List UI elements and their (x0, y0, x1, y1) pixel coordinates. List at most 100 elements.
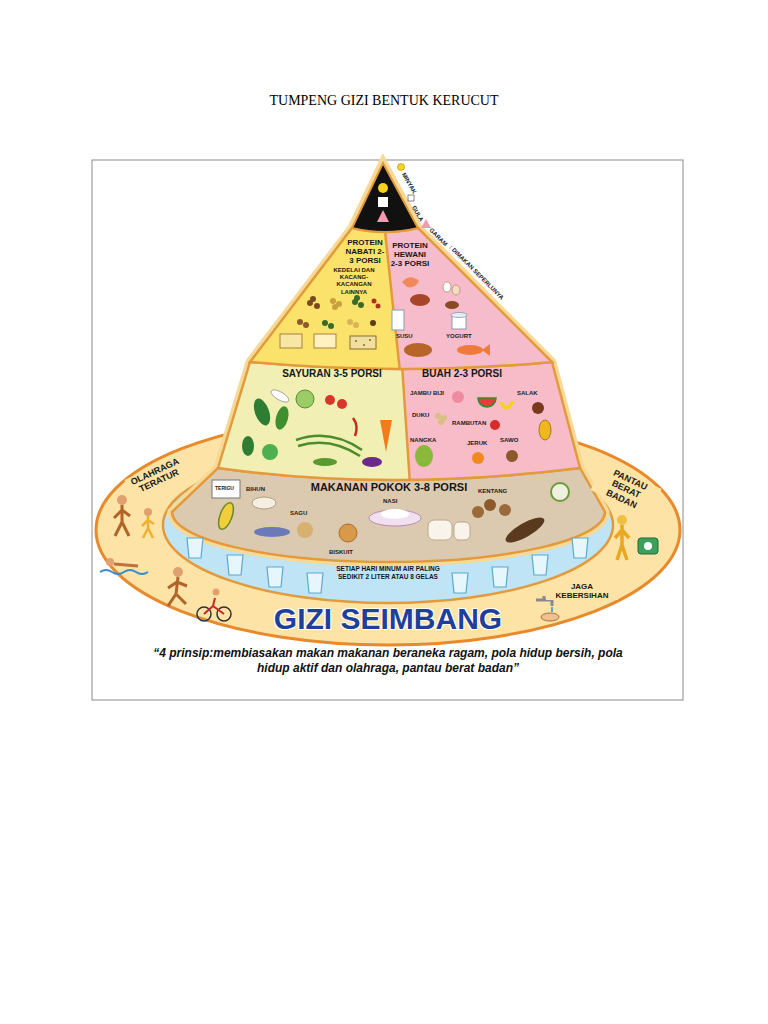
exercise-figures (100, 570, 148, 574)
vegetables (273, 405, 291, 431)
veg-fruit-band (200, 350, 620, 500)
food-name: NANGKA (410, 437, 436, 444)
handwash-icon (551, 607, 553, 612)
fruits (539, 420, 551, 440)
plant-protein-food (347, 319, 353, 325)
vegetables (269, 388, 290, 405)
fruits (438, 419, 444, 425)
vegetables (242, 436, 254, 456)
animal-protein-food (392, 310, 404, 330)
plant-protein-food (332, 304, 338, 310)
plant-protein-food (363, 344, 365, 346)
vegetables (298, 443, 360, 456)
principles-caption: “4 prinsip:membiasakan makan makanan ber… (143, 646, 633, 676)
water-section: SETIAP HARI MINUM AIR PALING SEDIKIT 2 L… (336, 565, 440, 599)
animal-protein-food (457, 345, 483, 355)
vegetables (251, 396, 274, 427)
animal-protein-food (402, 277, 419, 287)
animal-protein-section: PROTEIN HEWANI 2-3 PORSI (388, 241, 432, 271)
fruits (478, 398, 496, 407)
plant-protein-food (330, 298, 336, 304)
plant-protein-food (354, 295, 360, 301)
cone-rim (172, 163, 605, 562)
food-name: KENTANG (478, 488, 507, 495)
vegetables (362, 457, 382, 467)
vegetables (337, 399, 347, 409)
weight-figure (644, 542, 652, 550)
water-glasses (492, 567, 508, 587)
plant-protein-food (310, 296, 316, 302)
vegetables (325, 395, 335, 405)
food-name: BISKUIT (329, 549, 353, 556)
section-heading: SAYURAN 3-5 PORSI (276, 368, 388, 380)
key-symbols (398, 164, 432, 229)
food-name: BIHUN (246, 486, 265, 493)
animal-protein-food (451, 313, 467, 318)
vegetables (353, 418, 357, 436)
exercise-figures (142, 516, 154, 538)
habit-label: JAGA KEBERSIHAN (546, 582, 618, 600)
animal-protein-food (445, 301, 459, 309)
staple-food (216, 501, 237, 531)
section-heading: PROTEIN HEWANI 2-3 PORSI (390, 241, 430, 268)
fruit-section: BUAH 2-3 PORSI (412, 368, 512, 382)
plant-protein-food (369, 339, 371, 341)
weight-figure (617, 515, 627, 525)
fruits (490, 420, 500, 430)
staple-food (428, 520, 452, 540)
staple-food (297, 522, 313, 538)
exercise-figures (114, 505, 130, 536)
exercise-figures (114, 564, 138, 566)
staple-food (502, 513, 547, 547)
veg-fruit-band (218, 362, 580, 480)
weight-figure (615, 525, 629, 560)
plant-protein-food (280, 295, 381, 349)
water-glasses (532, 555, 548, 575)
animal-protein-food (443, 282, 451, 292)
water-note: SETIAP HARI MINUM AIR PALING SEDIKIT 2 L… (336, 565, 440, 580)
exercise-figures (144, 508, 152, 516)
staple-food (454, 522, 470, 540)
key-symbols (408, 195, 414, 201)
food-name: SAGU (290, 510, 307, 517)
cone-tip (352, 163, 418, 232)
vegetables (313, 458, 337, 466)
plant-protein-food (376, 304, 381, 309)
exercise-figures (168, 577, 187, 606)
plant-protein-food (355, 340, 357, 342)
food-name: RAMBUTAN (452, 420, 486, 427)
vegetables (262, 444, 278, 460)
exercise-figures (204, 598, 224, 614)
vegetables (296, 390, 314, 408)
package-label: TERIGU (215, 486, 234, 492)
plant-protein-food (358, 302, 364, 308)
staple-food (254, 527, 290, 537)
section-heading: PROTEIN NABATI 2-3 PORSI (344, 238, 386, 265)
food-name: YOGURT (446, 333, 472, 340)
tip-symbols (377, 183, 389, 222)
picture-frame (92, 160, 683, 700)
section-heading: BUAH 2-3 PORSI (412, 368, 512, 380)
weight-figure (638, 538, 658, 554)
exercise-figures (213, 589, 220, 596)
staple-food (252, 497, 276, 509)
veg-fruit-band (200, 350, 620, 500)
animal-protein-food (452, 285, 460, 295)
vegetable-section: SAYURAN 3-5 PORSI (276, 368, 388, 382)
page-title: TUMPENG GIZI BENTUK KERUCUT (84, 92, 684, 109)
staple-food-section: MAKANAN POKOK 3-8 PORSI (298, 481, 480, 495)
food-name: SUSU (396, 333, 413, 340)
tip-symbols (378, 197, 388, 207)
plant-protein-food (297, 319, 303, 325)
exercise-figures (117, 495, 127, 505)
water-glasses (187, 538, 203, 558)
staple-food (381, 509, 409, 519)
exercise-figures (106, 558, 114, 566)
plant-protein-food (370, 320, 376, 326)
food-name: NASI (383, 498, 397, 505)
plant-protein-section: PROTEIN NABATI 2-3 PORSIKEDELAI DAN KACA… (318, 236, 386, 296)
staple-food (339, 524, 357, 542)
plant-protein-food (328, 323, 334, 329)
fruits (415, 445, 433, 467)
